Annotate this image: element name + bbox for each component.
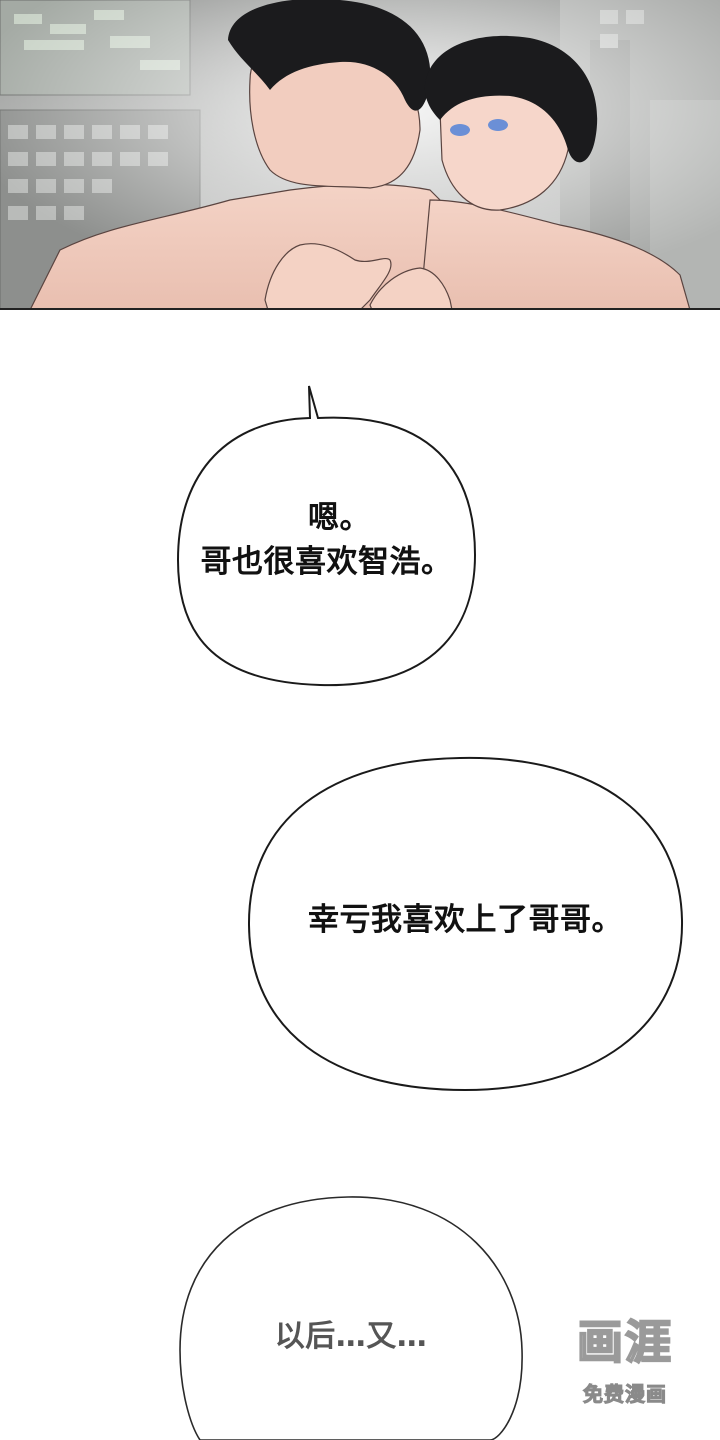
speech-bubble-1	[176, 385, 477, 687]
speech-bubble-2-text: 幸亏我喜欢上了哥哥。	[249, 898, 682, 942]
bubble-2-line-1: 幸亏我喜欢上了哥哥。	[308, 902, 623, 938]
speech-bubble-2	[247, 756, 684, 1092]
man-right-hair	[424, 35, 598, 163]
watermark-subtitle: 免费漫画	[583, 1382, 667, 1407]
bubble-3-line-1: 以后…又…	[274, 1319, 428, 1354]
speech-bubble-3	[179, 1196, 523, 1440]
watermark-logo: 画涯 免费漫画	[560, 1312, 690, 1422]
speech-bubble-3-text: 以后…又…	[180, 1315, 522, 1359]
speech-bubble-1-text: 嗯。 哥也很喜欢智浩。	[178, 496, 475, 584]
comic-panel-illustration	[0, 0, 720, 310]
bubble-1-line-1: 嗯。	[308, 500, 371, 536]
bubble-1-line-2: 哥也很喜欢智浩。	[200, 544, 453, 580]
man-left-hair	[228, 0, 431, 111]
hands	[264, 243, 392, 310]
watermark-brand: 画涯	[576, 1314, 673, 1370]
